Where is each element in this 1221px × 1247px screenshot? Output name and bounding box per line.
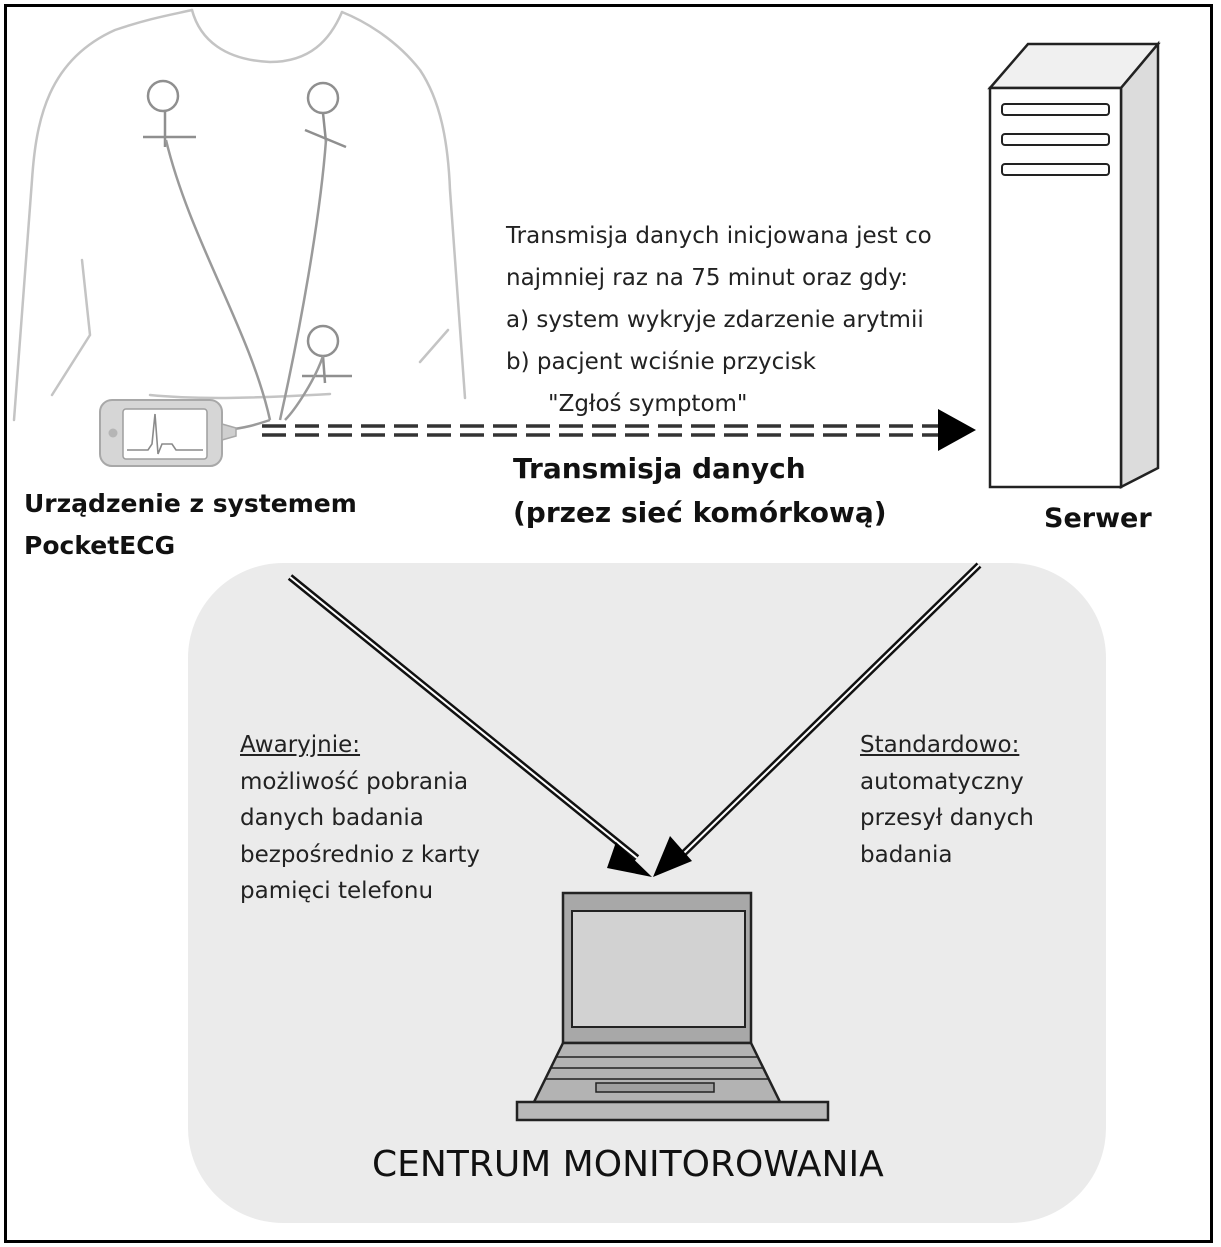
ecg-lead-wires [164,139,328,432]
device-label-line1: Urządzenie z systemem [24,489,357,518]
ecg-electrodes [143,79,352,384]
pocketecg-device [99,399,237,467]
transmission-note-line: najmniej raz na 75 minut oraz gdy: [506,265,908,291]
server-label: Serwer [1044,503,1152,534]
standard-note-line: badania [860,841,953,868]
emergency-note: Awaryjnie: możliwość pobrania danych bad… [240,727,480,910]
emergency-note-line: bezpośrednio z karty [240,841,481,868]
device-label: Urządzenie z systemem PocketECG [24,483,357,567]
emergency-note-line: możliwość pobrania [240,768,469,795]
emergency-note-line: pamięci telefonu [240,878,434,904]
emergency-arrow [287,574,652,877]
standard-note: Standardowo: automatyczny przesył danych… [860,727,1034,873]
standard-note-line: przesył danych [860,805,1034,831]
device-label-line2: PocketECG [24,531,176,560]
monitoring-center-label: CENTRUM MONITOROWANIA [372,1144,884,1185]
emergency-note-heading: Awaryjnie: [240,732,361,758]
transmission-label-line2: (przez sieć komórkową) [513,496,887,529]
transmission-label: Transmisja danych (przez sieć komórkową) [513,447,887,535]
transmission-note-line: Transmisja danych inicjowana jest co [506,223,932,249]
patient-torso [12,8,467,422]
emergency-note-line: danych badania [240,805,424,831]
laptop-computer [515,891,830,1122]
transmission-note: Transmisja danych inicjowana jest co naj… [506,215,932,425]
transmission-note-line: b) pacjent wciśnie przycisk [506,349,817,375]
transmission-label-line1: Transmisja danych [513,452,806,485]
standard-arrow [653,562,982,877]
transmission-note-line: a) system wykryje zdarzenie arytmii [506,307,924,333]
server-tower [987,40,1161,490]
standard-note-line: automatyczny [860,768,1024,795]
standard-note-heading: Standardowo: [860,732,1020,758]
transmission-arrow [262,409,976,451]
transmission-note-line: "Zgłoś symptom" [548,391,748,417]
